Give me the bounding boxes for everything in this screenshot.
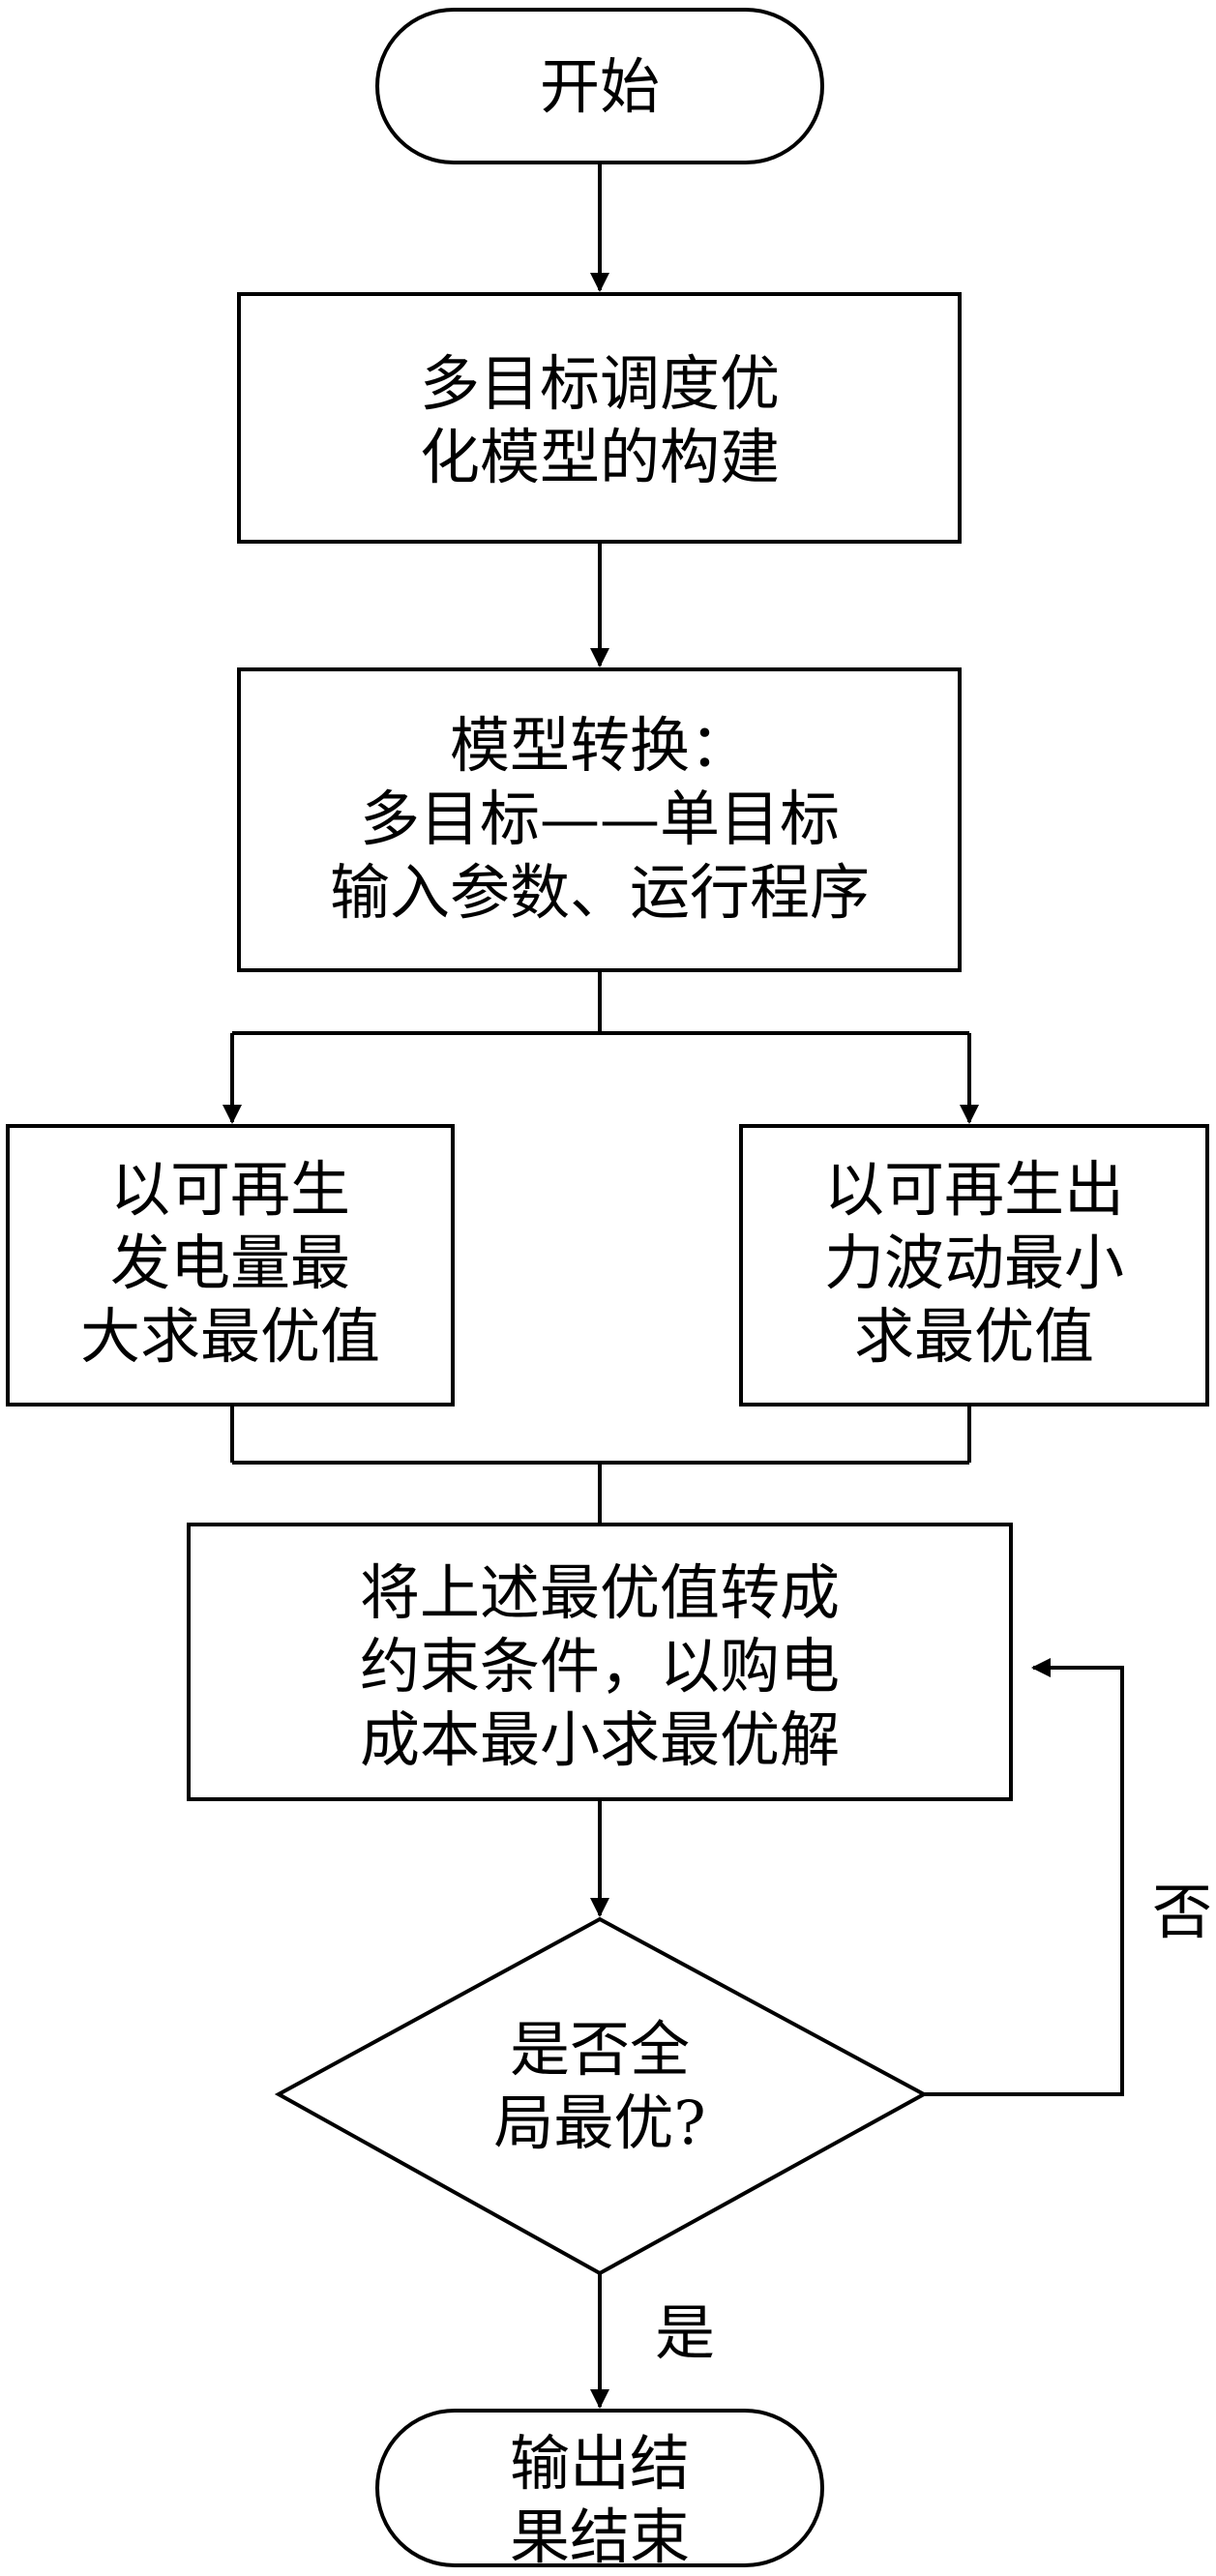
max-renewable-box: [6, 1124, 455, 1406]
min-fluctuation-box: [739, 1124, 1209, 1406]
min-fluctuation-label-2: 力波动最小: [824, 1228, 1124, 1298]
end-terminal: [375, 2409, 824, 2567]
end-label-2: 果结束: [510, 2502, 690, 2571]
convert-model-label-3: 输入参数、运行程序: [330, 857, 870, 928]
max-renewable-label-3: 大求最优值: [80, 1301, 380, 1372]
decision-diamond: [274, 1916, 929, 2276]
min-fluctuation-label-1: 以可再生出: [824, 1154, 1124, 1225]
edge-no-loop: [924, 1658, 1124, 2096]
convert-model-label-1: 模型转换：: [450, 710, 750, 781]
build-model-label-2: 化模型的构建: [420, 422, 780, 492]
yes-edge-label: 是: [655, 2297, 715, 2368]
decision-label-1: 是否全: [510, 2014, 690, 2085]
no-edge-label: 否: [1152, 1877, 1212, 1947]
min-fluctuation-label-3: 求最优值: [854, 1301, 1094, 1372]
build-model-box: [237, 292, 962, 544]
convert-model-box: [237, 667, 962, 972]
max-renewable-label-2: 发电量最: [110, 1228, 350, 1298]
max-renewable-label-1: 以可再生: [110, 1154, 350, 1225]
start-label: 开始: [540, 51, 660, 122]
end-label-1: 输出结: [510, 2428, 690, 2499]
build-model-label-1: 多目标调度优: [420, 348, 780, 419]
min-cost-box: [187, 1523, 1013, 1801]
min-cost-label-1: 将上述最优值转成: [360, 1557, 840, 1628]
start-terminal: [375, 8, 824, 164]
min-cost-label-2: 约束条件，以购电: [360, 1631, 840, 1702]
connectors: [222, 163, 1124, 2409]
decision-label-2: 局最优?: [493, 2087, 705, 2158]
convert-model-label-2: 多目标——单目标: [360, 784, 840, 854]
min-cost-label-3: 成本最小求最优解: [360, 1704, 840, 1775]
